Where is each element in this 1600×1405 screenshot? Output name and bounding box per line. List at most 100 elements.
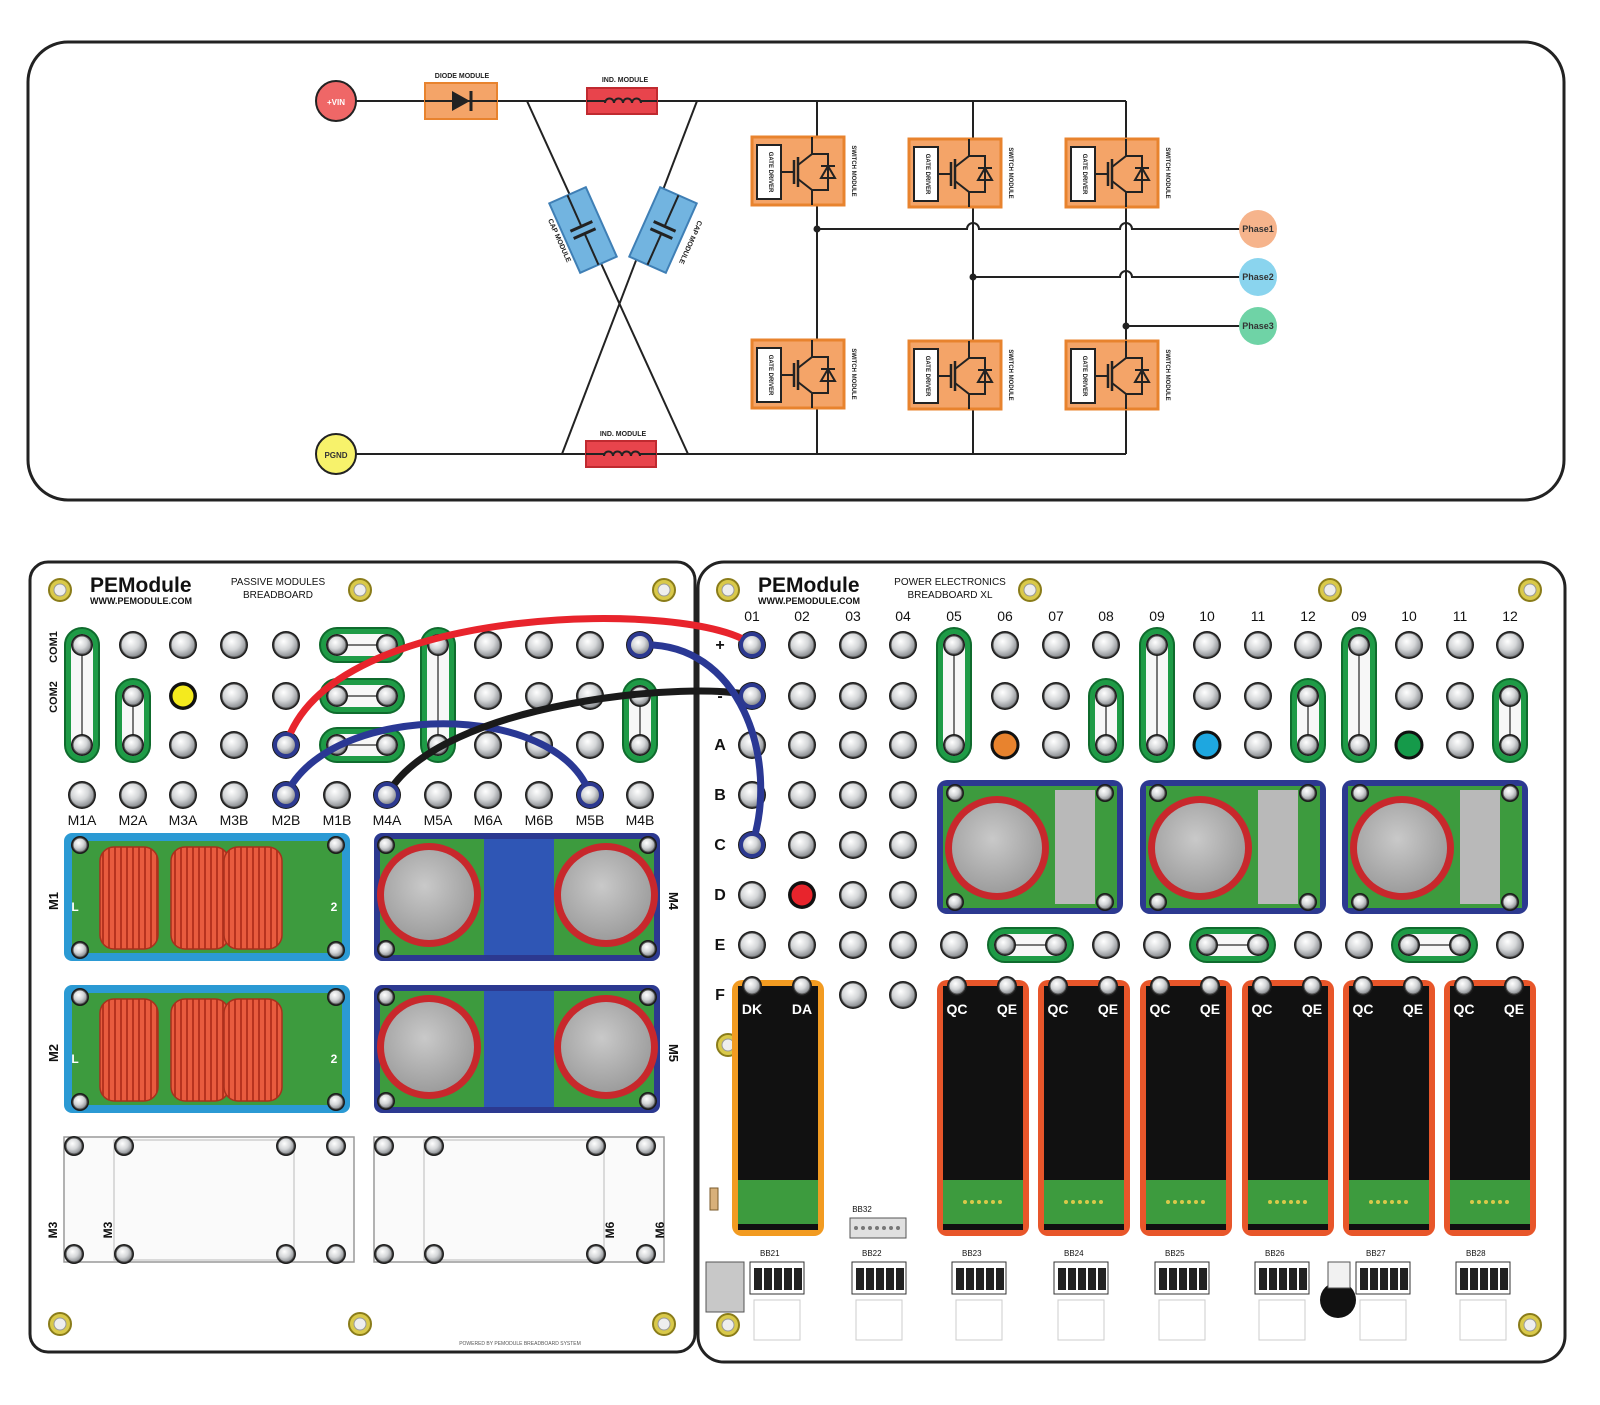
bb-connector-pin bbox=[886, 1268, 894, 1290]
switch-pcb-pad bbox=[1491, 1200, 1495, 1204]
pin-terminal bbox=[840, 732, 866, 758]
wire-endpoint-pin bbox=[743, 836, 761, 854]
mount-screw-head bbox=[1323, 583, 1337, 597]
pin-terminal bbox=[1099, 977, 1117, 995]
module-label-m5: M5 bbox=[666, 1044, 681, 1062]
switch-module-label: SWITCH MODULE bbox=[1007, 147, 1013, 198]
pin-terminal bbox=[577, 632, 603, 658]
pin-terminal bbox=[327, 686, 347, 706]
pin-terminal bbox=[1447, 683, 1473, 709]
pin-terminal bbox=[1043, 683, 1069, 709]
pin-terminal bbox=[1253, 977, 1271, 995]
mount-screw-head bbox=[721, 583, 735, 597]
cap-plate bbox=[573, 227, 597, 240]
bb-connector-pin bbox=[1390, 1268, 1398, 1290]
pin-terminal bbox=[890, 882, 916, 908]
pin-terminal bbox=[1245, 732, 1271, 758]
pin-terminal bbox=[992, 632, 1018, 658]
row-label-f: F bbox=[715, 987, 725, 1004]
switch2-pin-qc: QC bbox=[1048, 1001, 1069, 1017]
vin-label: +VIN bbox=[327, 98, 345, 107]
pin-terminal bbox=[944, 735, 964, 755]
com2-row-label: COM2 bbox=[48, 681, 60, 713]
col-label-09-12: 09 bbox=[1351, 608, 1367, 624]
bb-connector-pin bbox=[774, 1268, 782, 1290]
cap-lead bbox=[663, 194, 680, 227]
pin-terminal bbox=[377, 735, 397, 755]
gate-driver-label: GATE DRIVER bbox=[1081, 356, 1087, 397]
freewheel-diode bbox=[819, 164, 837, 179]
bb-label-bb21: BB21 bbox=[760, 1249, 780, 1258]
bb-label-bb26: BB26 bbox=[1265, 1249, 1285, 1258]
pin-terminal bbox=[1404, 977, 1422, 995]
pin-terminal bbox=[840, 782, 866, 808]
toroid-coil bbox=[170, 846, 230, 950]
col-label-10-13: 10 bbox=[1401, 608, 1417, 624]
diode-pin-dk: DK bbox=[742, 1001, 762, 1017]
pin-terminal bbox=[170, 632, 196, 658]
gate-driver-label: GATE DRIVER bbox=[767, 355, 773, 396]
bb-socket-outline bbox=[1459, 1299, 1507, 1341]
pin-terminal bbox=[273, 683, 299, 709]
junction-dot bbox=[969, 273, 977, 281]
ind-module-label-bottom: IND. MODULE bbox=[600, 431, 647, 438]
empty-slot-outline bbox=[423, 1139, 605, 1261]
pin-terminal bbox=[1197, 935, 1217, 955]
row-label-e: E bbox=[715, 937, 726, 954]
pin-terminal bbox=[1194, 683, 1220, 709]
pin-terminal bbox=[378, 989, 394, 1005]
power-board-header: PEModule WWW.PEMODULE.COM POWER ELECTRON… bbox=[758, 574, 1006, 606]
pin-terminal bbox=[1497, 932, 1523, 958]
pin-terminal bbox=[65, 1137, 83, 1155]
bb-label-bb24: BB24 bbox=[1064, 1249, 1084, 1258]
cap-plate bbox=[653, 220, 677, 233]
cap-lead bbox=[583, 233, 600, 266]
pin-terminal bbox=[1194, 632, 1220, 658]
switch-pcb-pad bbox=[1085, 1200, 1089, 1204]
bb-socket-outline bbox=[753, 1299, 801, 1341]
bb-label-bb25: BB25 bbox=[1165, 1249, 1185, 1258]
switch6-pin-qe: QE bbox=[1504, 1001, 1524, 1017]
switch-pcb-pad bbox=[1289, 1200, 1293, 1204]
col-label-m2b: M2B bbox=[272, 812, 301, 828]
resistor bbox=[709, 1187, 719, 1211]
gate-driver-box bbox=[1070, 146, 1096, 202]
switch-pcb-pad bbox=[1505, 1200, 1509, 1204]
pin-terminal bbox=[890, 782, 916, 808]
col-label-m4a: M4A bbox=[373, 812, 402, 828]
empty-module-slot bbox=[63, 1136, 355, 1263]
pin-terminal bbox=[1450, 935, 1470, 955]
bb-socket-outline bbox=[1359, 1299, 1407, 1341]
bb-connector-pin bbox=[1370, 1268, 1378, 1290]
pin-terminal bbox=[944, 635, 964, 655]
inductor-coil bbox=[603, 450, 641, 457]
pin-terminal bbox=[637, 1137, 655, 1155]
pin-terminal bbox=[327, 1245, 345, 1263]
switch-pcb-pad bbox=[1484, 1200, 1488, 1204]
junction-dot bbox=[813, 225, 821, 233]
pin-terminal bbox=[1144, 932, 1170, 958]
wire-endpoint-pin bbox=[743, 687, 761, 705]
col-label-11-14: 11 bbox=[1453, 608, 1468, 624]
power-title-line1: POWER ELECTRONICS bbox=[894, 577, 1006, 588]
bb-connector-pin bbox=[1179, 1268, 1187, 1290]
inductor-pin-l1: L bbox=[71, 900, 78, 914]
cap-plate bbox=[569, 220, 593, 233]
switch5-pin-qc: QC bbox=[1353, 1001, 1374, 1017]
switch-pcb-pad bbox=[1470, 1200, 1474, 1204]
pin-terminal bbox=[123, 735, 143, 755]
pin-terminal bbox=[1295, 932, 1321, 958]
col-label-07-6: 07 bbox=[1048, 608, 1064, 624]
module-label-m2: M2 bbox=[46, 1044, 61, 1062]
switch-pcb-pad bbox=[1201, 1200, 1205, 1204]
pin-terminal bbox=[378, 941, 394, 957]
switch-pcb-pad bbox=[977, 1200, 981, 1204]
pin-terminal bbox=[1093, 632, 1119, 658]
pin-terminal bbox=[1352, 894, 1368, 910]
pin-terminal bbox=[998, 977, 1016, 995]
row-label-plus: + bbox=[715, 637, 724, 654]
